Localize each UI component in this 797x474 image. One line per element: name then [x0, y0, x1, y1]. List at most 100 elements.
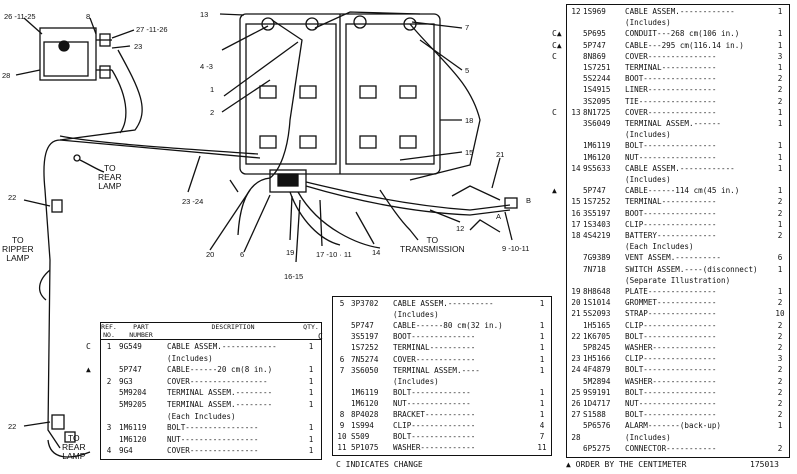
cell-desc: CABLE ASSEM.------------ — [167, 342, 277, 351]
cell-desc: CABLE------20 cm(8 in.) — [167, 365, 273, 375]
lead-to-rear-lamp-lower: TO REAR LAMP — [62, 433, 86, 461]
cell-desc: BOLT-------------- — [393, 432, 476, 442]
cell-desc: CABLE ASSEM.------------ — [625, 163, 735, 173]
callout-14: 14 — [372, 248, 381, 257]
cell-qty: 1 — [777, 264, 783, 274]
cell-part: 3P3702 — [351, 299, 379, 308]
cell-qty: 2 — [777, 343, 783, 352]
cell-part: 1K6705 — [583, 331, 611, 341]
cell-ref: 20 — [571, 298, 581, 308]
cell-desc: BOLT---------------- — [625, 410, 717, 420]
callout-28: 28 — [2, 71, 11, 80]
cell-qty: 1 — [777, 287, 783, 296]
cell-qty: 1 — [539, 398, 545, 408]
callout-27-11-26: 27 -11-26 — [136, 25, 168, 34]
change-mark: C — [318, 332, 323, 342]
table-row: (Each Includes) — [101, 411, 321, 423]
cell-part: 5P6576 — [583, 421, 611, 431]
cell-part: 1S4915 — [583, 85, 611, 95]
cell-part: 5P8245 — [583, 343, 611, 352]
cell-desc: (Each Includes) — [167, 411, 236, 421]
callout-18: 18 — [465, 116, 474, 125]
table-row: (Includes) — [567, 129, 789, 140]
cell-qty: 1 — [308, 446, 314, 456]
cell-ref: 13 — [571, 107, 581, 117]
cell-desc: CABLE ASSEM.------------ — [625, 7, 735, 16]
table-row: (Includes) — [567, 17, 789, 28]
cell-part: 5P747 — [119, 365, 142, 375]
cell-desc: NUT----------------- — [625, 399, 717, 408]
table-row: (Includes) — [101, 353, 321, 365]
callout-5: 5 — [465, 66, 470, 75]
cell-part: 8N869 — [583, 51, 606, 61]
cell-qty: 1 — [777, 219, 783, 229]
cell-qty: 1 — [777, 186, 783, 196]
callout-15: 15 — [465, 148, 474, 157]
cell-qty: 1 — [539, 332, 545, 342]
cell-qty: 1 — [308, 342, 314, 351]
cell-ref: 23 — [571, 354, 581, 364]
cell-qty: 2 — [777, 376, 783, 386]
cell-qty: 1 — [777, 421, 783, 431]
cell-ref: 21 — [571, 309, 581, 319]
callout-b: B — [526, 196, 532, 205]
cell-qty: 2 — [777, 298, 783, 308]
cell-desc: (Includes) — [393, 376, 439, 386]
lead-to-ripper-lamp: TO RIPPER LAMP — [2, 235, 34, 263]
cell-part: S1588 — [583, 410, 606, 420]
cell-qty: 1 — [308, 423, 314, 433]
table-row: 28(Includes) — [567, 432, 789, 443]
cell-qty: 1 — [539, 354, 545, 364]
cell-part: 1S969 — [583, 7, 606, 16]
cell-qty: 2 — [777, 74, 783, 84]
cell-desc: VENT ASSEM.---------- — [625, 253, 722, 263]
cell-part: 1S994 — [351, 421, 374, 431]
cell-qty: 1 — [539, 365, 545, 375]
cell-part: 4S4219 — [583, 231, 611, 240]
cell-desc: LINER--------------- — [625, 85, 717, 95]
cell-ref: 17 — [571, 219, 581, 229]
callout-22-lower: 22 — [8, 422, 17, 431]
cell-desc: (Includes) — [625, 18, 671, 28]
cell-desc: WASHER-------------- — [625, 343, 717, 352]
table-row: 5P8245 WASHER-------------- 2 — [567, 342, 789, 353]
cell-desc: BOLT---------------- — [625, 365, 717, 375]
cell-qty: 2 — [777, 231, 783, 240]
cell-qty: 2 — [777, 331, 783, 341]
cell-desc: TERMINAL ASSEM.---- — [393, 365, 480, 375]
change-mark: C — [552, 107, 557, 117]
cell-part: 9G4 — [119, 446, 133, 456]
cell-part: 9S9191 — [583, 387, 611, 397]
cell-desc: TERMINAL------------ — [625, 197, 717, 207]
lead-to-rear-lamp: TO REAR LAMP — [98, 163, 122, 191]
cell-qty: 1 — [539, 321, 545, 331]
cell-part: 1S7251 — [583, 63, 611, 72]
change-mark: C — [552, 51, 557, 61]
cell-part: 3S2095 — [583, 96, 611, 106]
cell-qty: 1 — [777, 119, 783, 128]
cell-ref: 28 — [571, 432, 581, 442]
cell-part: 1M6120 — [351, 398, 379, 408]
change-mark: C▲ — [552, 40, 562, 50]
backup-alarm-box — [39, 27, 97, 81]
